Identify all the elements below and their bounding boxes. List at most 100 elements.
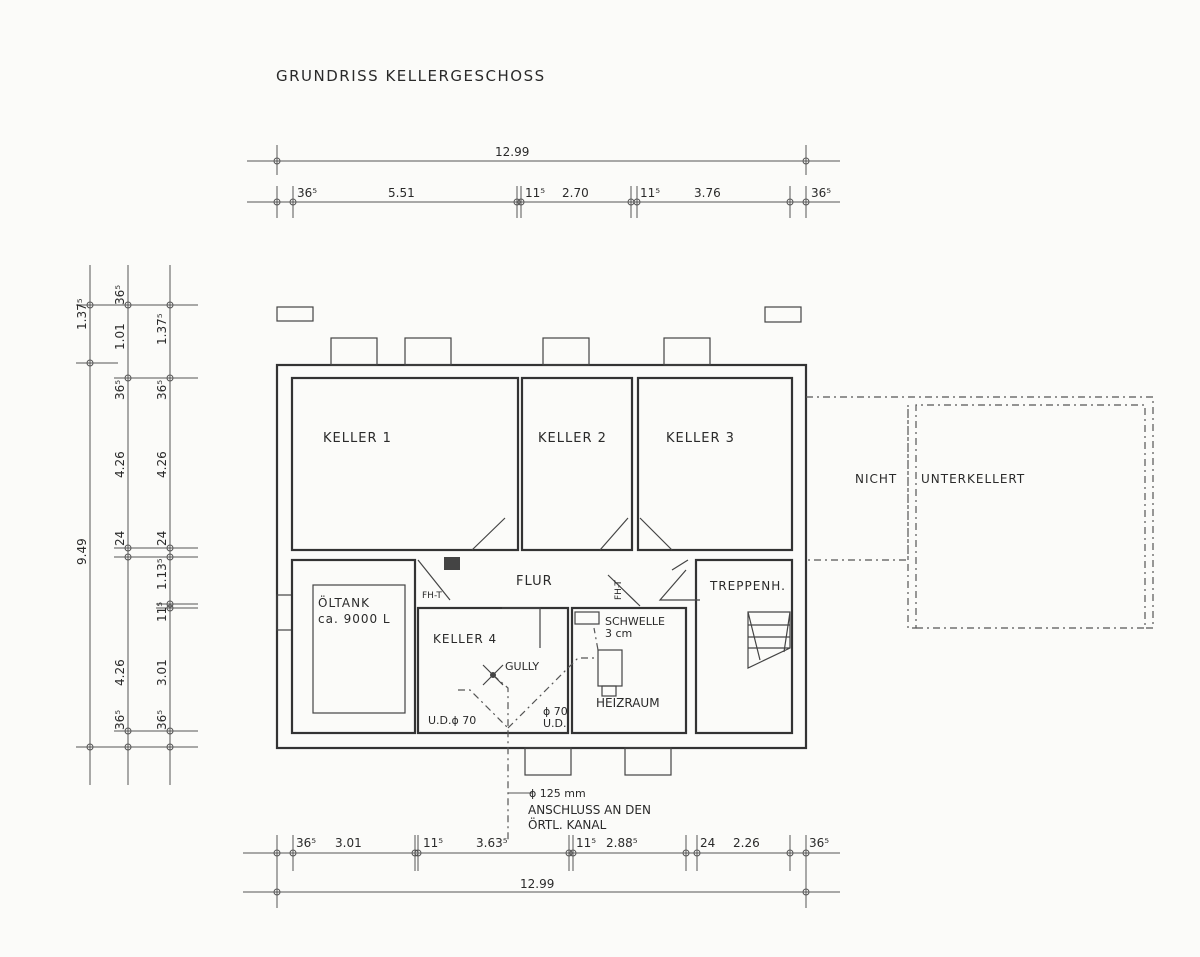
dim-top-total: 12.99 [495, 145, 529, 159]
dim-left: 1.13⁵ [155, 558, 169, 590]
dim-top: 3.76 [694, 186, 721, 200]
room-heizraum [570, 606, 688, 735]
dim-left: 36⁵ [113, 285, 127, 305]
dim-left: 4.26 [113, 451, 127, 478]
dim-bottom: 3.63⁵ [476, 836, 508, 850]
unbasemented-area [806, 396, 1154, 629]
dim-bottom: 11⁵ [423, 836, 443, 850]
oil-tank [312, 584, 406, 714]
dim-top: 2.70 [562, 186, 589, 200]
drain-diameter-right: ϕ 70 [543, 705, 568, 718]
dim-left: 3.01 [155, 659, 169, 686]
drain-label-right: U.D. [543, 717, 567, 730]
dim-bottom: 2.88⁵ [606, 836, 638, 850]
dim-left: 36⁵ [113, 710, 127, 730]
dimension-node [124, 743, 132, 751]
top-dimensions: 12.99 36⁵ 5.51 11⁵ 2.70 11⁵ 3.76 36⁵ [247, 145, 840, 218]
fire-door-left: FH-T [422, 591, 442, 601]
dim-left: 36⁵ [155, 380, 169, 400]
boiler-icon [597, 649, 623, 687]
label-unterkellert: UNTERKELLERT [921, 472, 1025, 486]
room-label-keller-3: KELLER 3 [666, 431, 735, 446]
dimension-node [565, 849, 573, 857]
sewer-connection-2: ÖRTL. KANAL [528, 816, 607, 832]
room-label-keller-2: KELLER 2 [538, 431, 607, 446]
label-nicht: NICHT [855, 472, 897, 486]
dimension-node [166, 553, 174, 561]
room-keller-2 [520, 376, 634, 552]
rooms [290, 376, 794, 840]
dim-left: 1.37⁵ [75, 298, 89, 330]
schwelle-label: SCHWELLE [605, 615, 665, 628]
dim-bottom: 2.26 [733, 836, 760, 850]
gully-label: GULLY [505, 660, 539, 673]
dimension-node [166, 374, 174, 382]
dimension-node [166, 600, 174, 608]
dim-bottom: 24 [700, 836, 715, 850]
dim-left: 24 [155, 531, 169, 546]
dimension-node [166, 301, 174, 309]
left-dimensions: 1.37⁵ 9.49 36⁵ 1.01 36⁵ 4.26 24 4.26 36⁵… [75, 265, 198, 785]
pipe-diameter: ϕ 125 mm [529, 787, 586, 800]
dimension-node [166, 604, 174, 612]
room-label-keller-1: KELLER 1 [323, 431, 392, 446]
room-keller-4 [416, 606, 570, 735]
dimension-node [166, 727, 174, 735]
dim-top: 36⁵ [811, 186, 831, 200]
room-treppenhaus [694, 558, 794, 735]
dim-top: 11⁵ [525, 186, 545, 200]
plan-title: GRUNDRISS KELLERGESCHOSS [276, 67, 546, 85]
dim-left: 36⁵ [113, 380, 127, 400]
dimension-node [124, 553, 132, 561]
dim-bottom: 11⁵ [576, 836, 596, 850]
fire-door-right: FH-T [614, 580, 624, 600]
room-label-heizraum: HEIZRAUM [596, 696, 660, 710]
dim-bottom: 3.01 [335, 836, 362, 850]
chimney-icon [574, 611, 600, 625]
dimension-node [517, 198, 525, 206]
dim-top: 11⁵ [640, 186, 660, 200]
sewer-connection-1: ANSCHLUSS AN DEN [528, 803, 651, 817]
dimension-node [86, 301, 94, 309]
oeltank-capacity: ca. 9000 L [318, 612, 391, 626]
dimension-node [786, 849, 794, 857]
dim-left: 11⁵ [155, 602, 169, 622]
drain-label-left: U.D.ϕ 70 [428, 714, 476, 727]
gully-icon [482, 664, 504, 686]
dimension-node [124, 374, 132, 382]
schwelle-height: 3 cm [605, 627, 632, 640]
dimension-node [273, 888, 281, 896]
dim-left: 4.26 [155, 451, 169, 478]
dimension-node [289, 849, 297, 857]
dimension-node [166, 743, 174, 751]
dimension-node [86, 359, 94, 367]
dim-bottom-total: 12.99 [520, 877, 554, 891]
dimension-node [786, 198, 794, 206]
dimension-node [682, 849, 690, 857]
dim-left: 4.26 [113, 659, 127, 686]
chimney-icon [444, 557, 460, 570]
dim-left: 24 [113, 531, 127, 546]
dimension-node [802, 888, 810, 896]
dimension-node [693, 849, 701, 857]
dimension-node [124, 301, 132, 309]
dimension-node [289, 198, 297, 206]
dim-top: 36⁵ [297, 186, 317, 200]
dimension-node [166, 544, 174, 552]
dim-top: 5.51 [388, 186, 415, 200]
dimension-node [569, 849, 577, 857]
room-keller-1 [290, 376, 520, 552]
dimension-node [86, 743, 94, 751]
room-label-treppenhaus: TREPPENH. [709, 579, 786, 593]
dim-left: 1.01 [113, 323, 127, 350]
stairs-icon [747, 611, 791, 669]
dimension-node [273, 198, 281, 206]
bottom-dimensions: 36⁵ 3.01 11⁵ 3.63⁵ 11⁵ 2.88⁵ 24 2.26 36⁵… [243, 835, 840, 908]
dimension-node [124, 544, 132, 552]
dim-bottom: 36⁵ [296, 836, 316, 850]
dimension-node [513, 198, 521, 206]
dim-left: 36⁵ [155, 710, 169, 730]
dimension-node [124, 727, 132, 735]
dimension-node [633, 198, 641, 206]
